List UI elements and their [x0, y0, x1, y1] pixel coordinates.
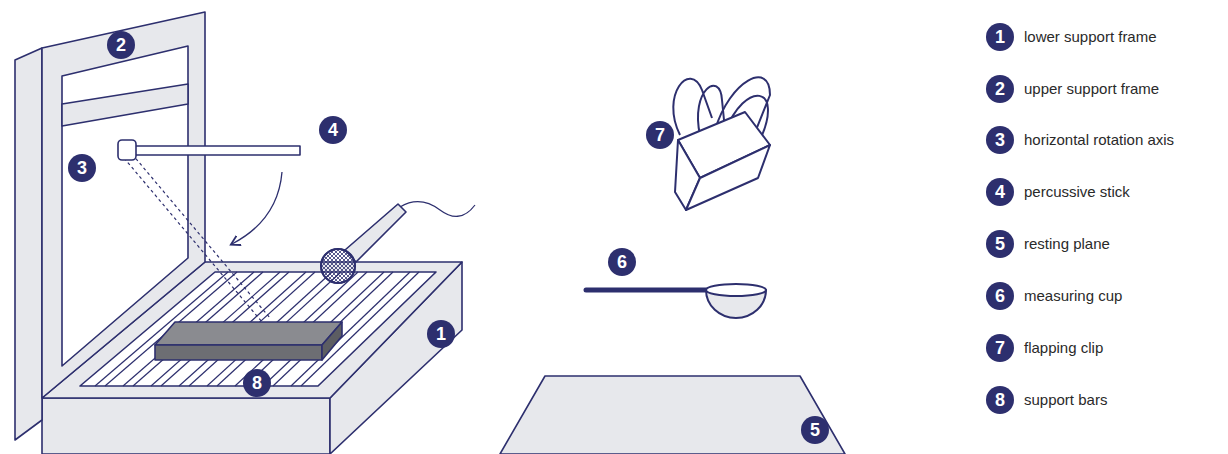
- key-text: upper support frame: [1024, 79, 1159, 99]
- key-text: resting plane: [1024, 234, 1110, 254]
- mic-cable: [400, 202, 475, 217]
- callout-number: 1: [986, 23, 1014, 51]
- mic-rim: [321, 249, 355, 283]
- callout-number: 3: [68, 154, 96, 182]
- callout-number: 7: [986, 334, 1014, 362]
- callout-number: 2: [107, 31, 135, 59]
- swing-arrow: [232, 172, 282, 244]
- callout-number: 3: [986, 126, 1014, 154]
- upper-frame-side: [15, 48, 42, 440]
- axis-bar: [62, 84, 188, 126]
- callout-number: 8: [243, 369, 271, 397]
- frame-front: [42, 398, 330, 454]
- callout-number: 6: [986, 282, 1014, 310]
- stick-lowered: [124, 154, 270, 322]
- key-text: lower support frame: [1024, 27, 1157, 47]
- mic-handle: [345, 204, 406, 262]
- cup-rim: [706, 284, 766, 296]
- callout-number: 4: [319, 116, 347, 144]
- callout-number: 5: [801, 416, 829, 444]
- key-text: horizontal rotation axis: [1024, 130, 1174, 150]
- callout-number: 4: [986, 178, 1014, 206]
- callout-number: 7: [646, 121, 674, 149]
- block-side: [322, 322, 342, 360]
- block-front: [155, 345, 322, 360]
- mic-head: [321, 249, 355, 283]
- callout-number: 2: [986, 75, 1014, 103]
- key-text: measuring cup: [1024, 286, 1122, 306]
- callout-number: 8: [986, 386, 1014, 414]
- rotation-axis: [118, 140, 136, 160]
- block-top: [155, 322, 342, 345]
- key-text: support bars: [1024, 390, 1107, 410]
- callout-number: 1: [427, 320, 455, 348]
- percussive-stick: [132, 146, 300, 155]
- key-text: flapping clip: [1024, 338, 1103, 358]
- callout-number: 5: [986, 230, 1014, 258]
- resting-plane: [500, 376, 845, 454]
- clip-jaw-2: [686, 145, 770, 210]
- cup-handle: [586, 288, 708, 293]
- key-text: percussive stick: [1024, 182, 1130, 202]
- callout-number: 6: [608, 248, 636, 276]
- upper-frame-window: [62, 46, 188, 366]
